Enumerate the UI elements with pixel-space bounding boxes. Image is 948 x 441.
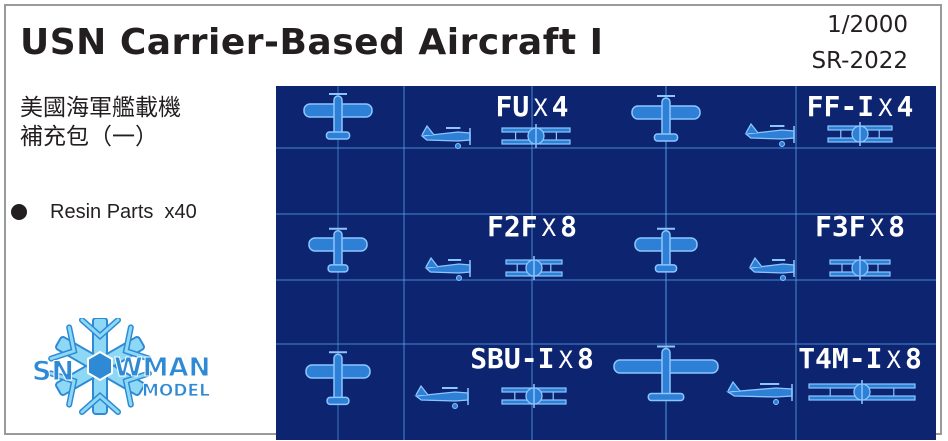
chinese-title-line1: 美國海軍艦載機 [20,95,181,121]
product-title: USN Carrier-Based Aircraft I [20,22,604,63]
times-sign: X [558,346,573,374]
aircraft-side-view [424,256,471,281]
parts-count: x40 [164,201,197,223]
aircraft-front-view [501,384,567,408]
aircraft-top-view [634,227,698,273]
aircraft-front-view [827,122,893,146]
aircraft-name: SBU-I [470,342,554,375]
aircraft-quantity: 8 [905,342,922,375]
logo-text-sn: SN [32,356,74,387]
aircraft-quantity: 4 [552,90,569,123]
times-sign: X [886,346,901,374]
aircraft-top-view [631,95,701,142]
aircraft-name: F3F [815,210,866,243]
parts-label: Resin Parts [50,201,154,223]
aircraft-name: FF-I [807,90,874,123]
aircraft-side-view [420,124,471,149]
aircraft-front-view [505,256,563,280]
aircraft-side-view [748,256,795,281]
times-sign: X [878,94,893,122]
logo-text-wman: WMAN [114,353,210,383]
times-sign: X [542,214,557,242]
snowman-model-logo: SN WMAN MODEL [32,318,211,415]
aircraft-quantity: 8 [888,210,905,243]
aircraft-front-view [808,380,916,404]
aircraft-quantity: 4 [897,90,914,123]
aircraft-quantity: 8 [560,210,577,243]
aircraft-front-view [501,124,571,148]
product-code: SR-2022 [811,48,908,74]
aircraft-side-view [414,384,469,409]
times-sign: X [533,94,548,122]
parts-line: Resin Parts x40 [50,201,197,224]
aircraft-top-view [305,351,371,406]
aircraft-side-view [725,380,793,405]
aircraft-top-view [303,93,373,140]
bullet-icon [11,204,27,220]
aircraft-top-view [308,227,368,273]
aircraft-name: FU [495,90,529,123]
times-sign: X [870,214,885,242]
chinese-title-line2: 補充包（一） [20,124,158,150]
sheet-background [276,86,936,440]
aircraft-front-view [829,256,891,280]
aircraft-top-view [613,345,719,402]
aircraft-name: F2F [487,210,538,243]
scale-label: 1/2000 [827,12,908,38]
snowflake-icon [48,318,152,415]
aircraft-name: T4M-I [798,342,882,375]
aircraft-group [303,93,916,409]
aircraft-side-view [744,122,795,147]
aircraft-quantity: 8 [577,342,594,375]
logo-text-model: MODEL [142,381,210,401]
